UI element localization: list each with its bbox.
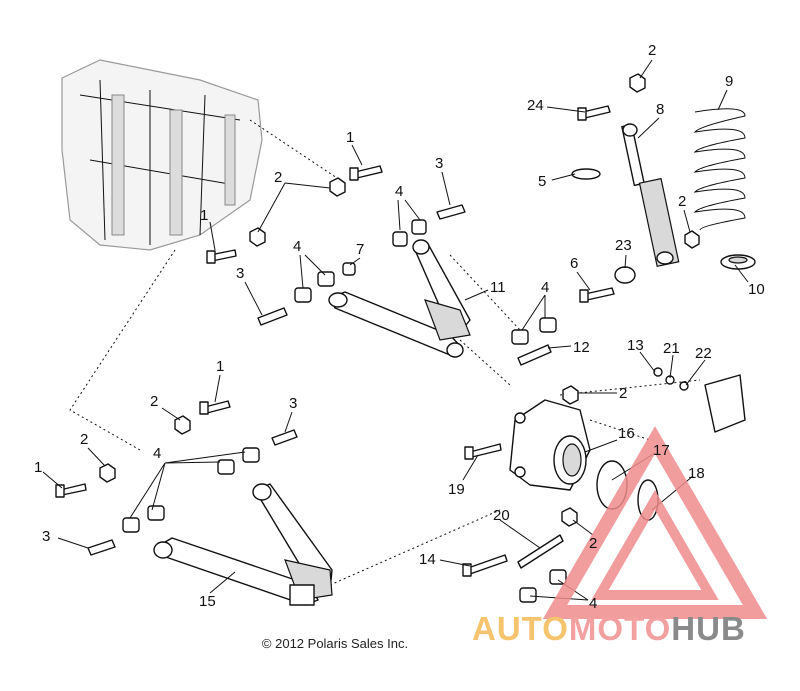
- callout-label: 11: [490, 279, 506, 296]
- callout-label: 5: [538, 173, 546, 190]
- callout-label: 1: [346, 129, 354, 146]
- upper-a-arm: [328, 239, 471, 358]
- hardware: [55, 73, 746, 603]
- callout-label: 22: [695, 345, 712, 362]
- guide-lines: [69, 119, 701, 586]
- callout-label: 17: [653, 442, 670, 459]
- callout-label: 15: [199, 593, 216, 610]
- callout-label: 13: [627, 337, 644, 354]
- callout-label: 3: [42, 528, 50, 545]
- callout-label: 10: [748, 281, 765, 298]
- watermark-part: MOTO: [568, 610, 672, 647]
- callout-label: 8: [656, 101, 664, 118]
- callout-label: 4: [293, 238, 301, 255]
- callout-label: 4: [541, 279, 549, 296]
- callout-label: 2: [80, 431, 88, 448]
- callout-label: 1: [216, 358, 224, 375]
- vehicle-frame: [61, 59, 263, 251]
- spring-retainer: [720, 254, 756, 270]
- lower-a-arm: [153, 483, 333, 606]
- callout-label: 20: [493, 507, 510, 524]
- shock-absorber: [621, 123, 680, 268]
- callout-label: 3: [435, 155, 443, 172]
- watermark-logo: [542, 426, 768, 619]
- callout-label: 23: [615, 237, 632, 254]
- callout-label: 14: [419, 551, 436, 568]
- callout-label: 2: [648, 42, 656, 59]
- callout-label: 2: [619, 385, 627, 402]
- callout-label: 7: [356, 241, 364, 258]
- coil-spring: [693, 108, 746, 231]
- callout-label: 4: [153, 445, 161, 462]
- callout-label: 9: [725, 73, 733, 90]
- callout-label: 12: [573, 339, 590, 356]
- callout-label: 2: [150, 393, 158, 410]
- callout-label: 3: [236, 265, 244, 282]
- watermark-text: AUTOMOTOHUB: [472, 610, 746, 648]
- callout-label: 19: [448, 481, 465, 498]
- callout-label: 1: [200, 207, 208, 224]
- callout-label: 4: [589, 595, 597, 612]
- callout-label: 4: [395, 183, 403, 200]
- callout-label: 21: [663, 340, 680, 357]
- watermark-part: HUB: [671, 610, 746, 647]
- callout-label: 1: [34, 459, 42, 476]
- callout-label: 18: [688, 465, 705, 482]
- callout-label: 3: [289, 395, 297, 412]
- watermark-part: AUTO: [472, 610, 569, 647]
- callout-label: 2: [589, 535, 597, 552]
- rear-knuckle: [509, 399, 591, 491]
- copyright-notice: © 2012 Polaris Sales Inc.: [261, 636, 409, 651]
- callout-label: 24: [527, 97, 544, 114]
- callouts: 1 2 3 4 1 3 4 7 11 24 2 8 9 5 2 23 6 10 …: [34, 42, 765, 612]
- callout-label: 2: [274, 169, 282, 186]
- callout-label: 16: [618, 425, 635, 442]
- callout-label: 2: [678, 193, 686, 210]
- callout-label: 6: [570, 255, 578, 272]
